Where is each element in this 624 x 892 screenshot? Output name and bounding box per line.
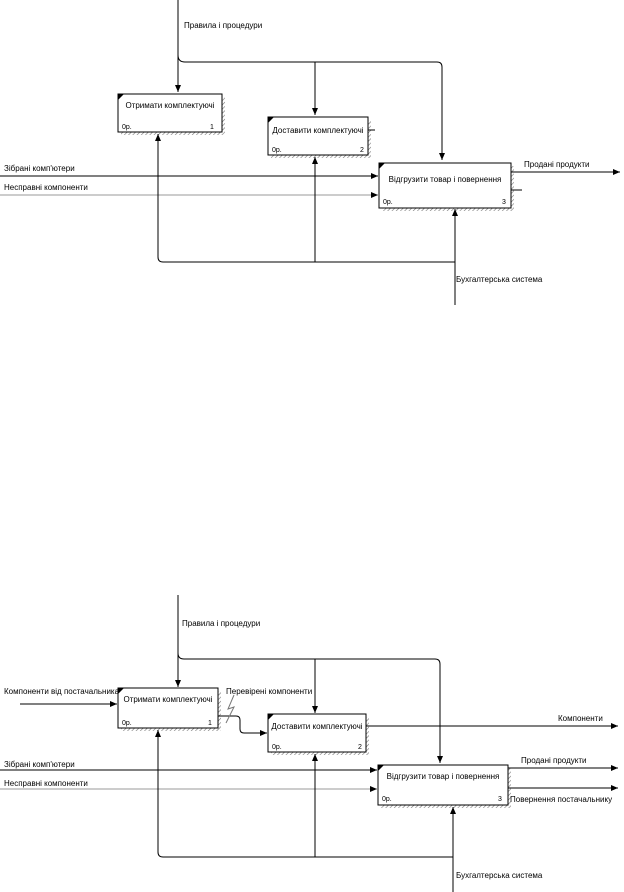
box-3-title: Відгрузити товар і повернення — [387, 772, 500, 781]
box-3-title: Відгрузити товар і повернення — [389, 175, 502, 184]
output-arrow-return: Повернення постачальнику — [508, 785, 618, 804]
mechanism-arrow: Бухгалтерська система — [155, 134, 543, 305]
input-arrow-assembled: Зібрані комп'ютери — [0, 164, 378, 179]
box-3-number: 3 — [498, 796, 502, 803]
box-2-cost: 0р. — [272, 744, 282, 751]
box-1-title: Отримати комплектуючі — [125, 101, 214, 110]
control-label: Правила і процедури — [182, 619, 260, 628]
activity-box-3[interactable]: Відгрузити товар і повернення 0р. 3 — [378, 162, 514, 211]
input-assembled-label: Зібрані комп'ютери — [4, 760, 75, 769]
output-return-label: Повернення постачальнику — [510, 795, 612, 804]
control-arrow: Правила і процедури — [175, 0, 445, 160]
input-arrow-faulty: Несправні компоненти — [0, 183, 378, 198]
box-2-cost: 0р. — [272, 147, 282, 154]
output-arrow-sold: Продані продукти — [511, 160, 620, 175]
checked-label: Перевірені компоненти — [226, 687, 312, 696]
idef0-diagram-bottom: Правила і процедури Компоненти від поста… — [0, 595, 624, 892]
mechanism-label: Бухгалтерська система — [456, 871, 543, 880]
box-2-title: Доставити комплектуючі — [271, 722, 362, 731]
control-arrow: Правила і процедури — [175, 595, 443, 763]
box-3-cost: 0р. — [382, 796, 392, 803]
input-arrow-assembled: Зібрані комп'ютери — [0, 760, 377, 773]
arrow-checked-components: Перевірені компоненти — [218, 687, 312, 736]
control-label: Правила і процедури — [184, 21, 262, 30]
box-2-title: Доставити комплектуючі — [272, 126, 363, 135]
activity-box-1[interactable]: Отримати комплектуючі 0р. 1 — [117, 687, 221, 731]
box-1-number: 1 — [208, 720, 212, 727]
input-assembled-label: Зібрані комп'ютери — [4, 164, 75, 173]
activity-box-3[interactable]: Відгрузити товар і повернення 0р. 3 — [377, 764, 511, 808]
box-3-number: 3 — [502, 199, 506, 206]
mechanism-arrow: Бухгалтерська система — [155, 730, 543, 892]
output-sold-label: Продані продукти — [521, 756, 586, 765]
input-arrow-supplier: Компоненти від постачальника — [4, 687, 120, 707]
diagram-1-canvas: Правила і процедури Отримати комплектуюч… — [0, 0, 620, 305]
input-arrow-faulty: Несправні компоненти — [0, 779, 377, 792]
idef0-diagram-top: Правила і процедури Отримати комплектуюч… — [0, 0, 624, 305]
box-1-title: Отримати комплектуючі — [123, 695, 212, 704]
box-1-cost: 0р. — [122, 720, 132, 727]
output-components-label: Компоненти — [558, 714, 603, 723]
box-1-cost: 0р. — [122, 124, 132, 131]
activity-box-2[interactable]: Доставити комплектуючі 0р. 2 — [267, 713, 369, 755]
mechanism-label: Бухгалтерська система — [456, 275, 543, 284]
box-3-cost: 0р. — [383, 199, 393, 206]
output-arrow-components: Компоненти — [366, 714, 618, 729]
activity-box-2[interactable]: Доставити комплектуючі 0р. 2 — [267, 116, 371, 158]
box-1-number: 1 — [210, 124, 214, 131]
input-faulty-label: Несправні компоненти — [4, 183, 88, 192]
diagram-2-canvas: Правила і процедури Компоненти від поста… — [0, 595, 618, 892]
activity-box-1[interactable]: Отримати комплектуючі 0р. 1 — [117, 93, 225, 135]
box-2-number: 2 — [358, 744, 362, 751]
input-faulty-label: Несправні компоненти — [4, 779, 88, 788]
output-arrow-sold: Продані продукти — [508, 756, 618, 771]
input-supplier-label: Компоненти від постачальника — [4, 687, 120, 696]
box-2-number: 2 — [360, 147, 364, 154]
output-sold-label: Продані продукти — [524, 160, 589, 169]
